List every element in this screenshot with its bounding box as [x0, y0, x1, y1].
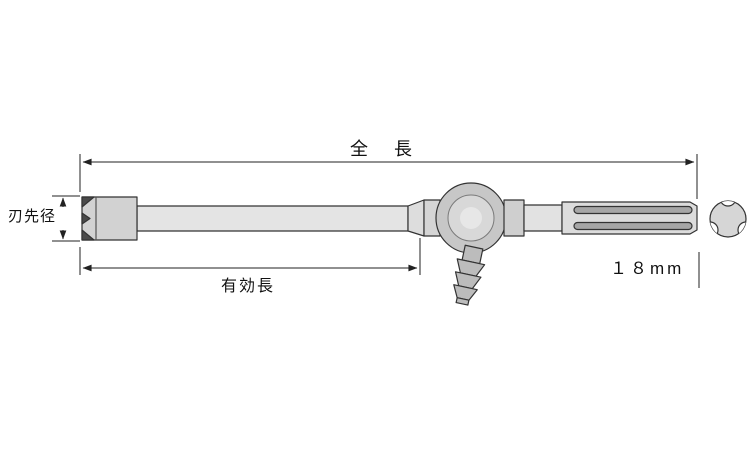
- hose-nipple: [453, 244, 486, 306]
- cross-section-groove-right: [737, 221, 746, 237]
- cutting-edge-middle: [81, 212, 91, 225]
- shank-size-label: １８mm: [610, 259, 685, 278]
- shank-cross-section: [709, 200, 747, 238]
- hub-highlight: [460, 207, 482, 229]
- cutting-edge-bottom: [81, 229, 95, 241]
- tip-diameter-label: 刃先径: [8, 208, 57, 225]
- effective-length-label: 有効長: [220, 278, 276, 295]
- cutting-edge-top: [81, 196, 95, 208]
- nipple-end: [455, 297, 470, 306]
- drill-shaft: [136, 205, 409, 232]
- shank-groove-bottom: [573, 221, 693, 231]
- total-length-label: 全 長: [350, 139, 416, 159]
- tip-body: [81, 196, 138, 241]
- shaft-taper: [407, 199, 425, 237]
- shank-neck: [523, 204, 563, 232]
- total-length-dimension: [79, 154, 698, 199]
- sds-max-shank: [561, 201, 698, 235]
- shank-groove-top: [573, 205, 693, 215]
- cross-section-groove-left: [710, 221, 719, 237]
- drill-bit-illustration: [81, 182, 698, 306]
- core-bit-tip: [81, 196, 138, 241]
- cross-section-groove-top: [719, 201, 737, 207]
- tip-diameter-dimension: [52, 195, 80, 242]
- collar-cylinder-right: [503, 199, 525, 237]
- dust-extraction-hub: [435, 182, 507, 254]
- effective-length-dimension: [79, 238, 421, 275]
